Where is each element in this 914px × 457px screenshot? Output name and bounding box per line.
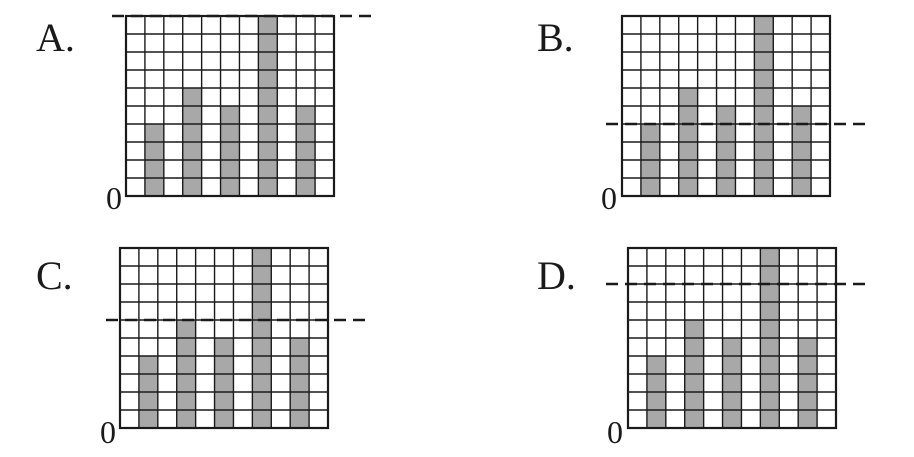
frame-c <box>118 246 330 430</box>
origin-label-a: 0 <box>106 180 122 216</box>
bar-b-3 <box>716 106 736 196</box>
origin-label-d: 0 <box>607 414 623 450</box>
bar-d-5 <box>798 338 818 428</box>
frame-b <box>620 14 832 198</box>
bar-c-3 <box>214 338 234 428</box>
option-label-a: A. <box>36 15 75 60</box>
bar-c-5 <box>290 338 310 428</box>
bar-a-3 <box>220 106 240 196</box>
option-label-b: B. <box>537 15 574 60</box>
option-label-d: D. <box>537 253 576 298</box>
origin-label-c: 0 <box>100 414 116 450</box>
frame-d <box>626 246 838 430</box>
bar-a-5 <box>296 106 316 196</box>
bar-b-5 <box>792 106 812 196</box>
bar-d-3 <box>722 338 742 428</box>
grid-c <box>119 247 329 429</box>
origin-label-b: 0 <box>601 180 617 216</box>
option-label-c: C. <box>36 253 73 298</box>
